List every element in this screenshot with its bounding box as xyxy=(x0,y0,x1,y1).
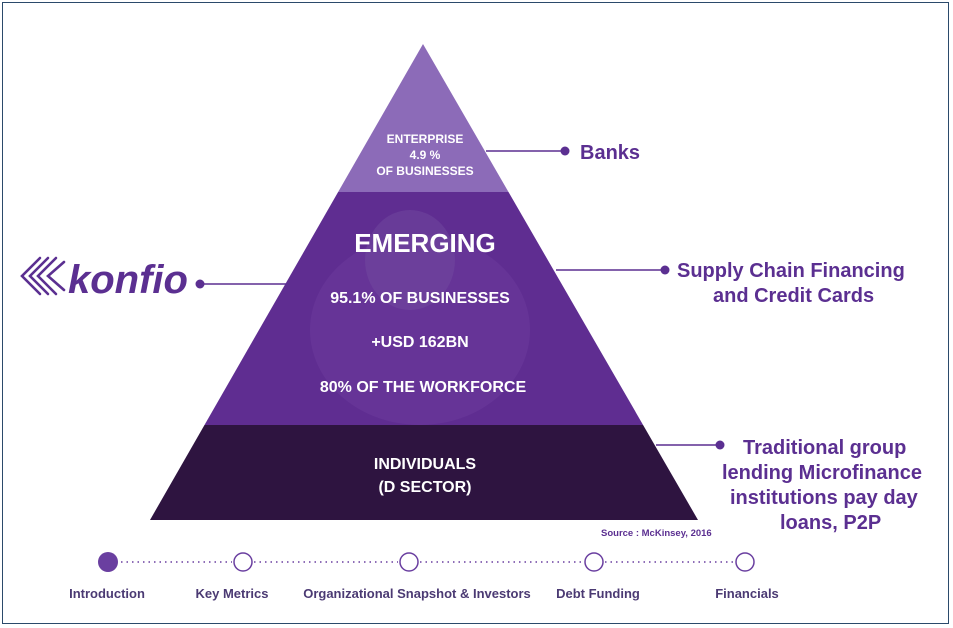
individuals-tier xyxy=(150,425,698,520)
step-org-snapshot-dot[interactable] xyxy=(399,552,419,572)
emerging-value: +USD 162BN xyxy=(371,334,468,351)
step-key-metrics-label[interactable]: Key Metrics xyxy=(196,586,269,601)
step-financials-label[interactable]: Financials xyxy=(715,586,779,601)
supply-dot xyxy=(660,265,670,275)
source-note: Source : McKinsey, 2016 xyxy=(601,528,712,539)
step-key-metrics-dot[interactable] xyxy=(233,552,253,572)
traditional-label-line3: institutions pay day xyxy=(730,487,919,509)
step-org-snapshot-label[interactable]: Organizational Snapshot & Investors xyxy=(303,586,531,601)
traditional-label-line2: lending Microfinance xyxy=(722,462,922,484)
supply-label-line1: Supply Chain Financing xyxy=(677,260,905,282)
individuals-label: INDIVIDUALS xyxy=(374,456,477,473)
step-debt-funding-dot[interactable] xyxy=(584,552,604,572)
step-introduction-label[interactable]: Introduction xyxy=(69,586,145,601)
konfio-mark-icon xyxy=(20,256,66,296)
traditional-dot xyxy=(715,440,725,450)
traditional-label-line1: Traditional group xyxy=(743,437,906,459)
step-debt-funding-label[interactable]: Debt Funding xyxy=(556,586,640,601)
enterprise-share-label: OF BUSINESSES xyxy=(376,164,473,178)
konfio-logo: konfio xyxy=(20,256,188,302)
emerging-photo-shade xyxy=(310,235,530,425)
step-financials-dot[interactable] xyxy=(735,552,755,572)
step-introduction-dot[interactable] xyxy=(98,552,118,572)
banks-label: Banks xyxy=(580,142,640,164)
traditional-label-line4: loans, P2P xyxy=(780,512,881,534)
konfio-wordmark: konfio xyxy=(68,258,188,302)
konfio-dot xyxy=(195,279,205,289)
banks-dot xyxy=(560,146,570,156)
progress-stepper: Introduction Key Metrics Organizational … xyxy=(69,552,779,601)
enterprise-percent: 4.9 % xyxy=(410,148,441,162)
emerging-title: EMERGING xyxy=(354,228,496,258)
emerging-business-share: 95.1% OF BUSINESSES xyxy=(330,290,510,307)
emerging-workforce-share: 80% OF THE WORKFORCE xyxy=(320,379,527,396)
individuals-sector: (D SECTOR) xyxy=(378,479,471,496)
supply-label-line2: and Credit Cards xyxy=(713,285,874,307)
enterprise-label: ENTERPRISE xyxy=(387,132,464,146)
emerging-photo-head xyxy=(365,210,455,310)
